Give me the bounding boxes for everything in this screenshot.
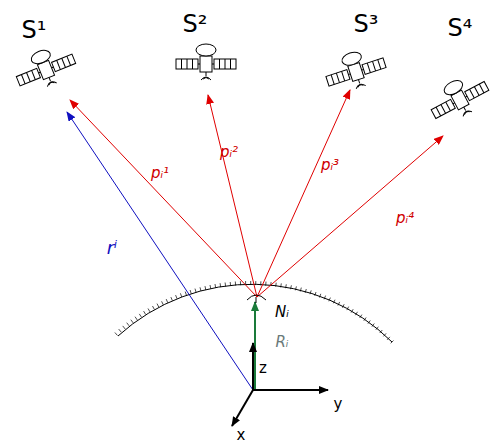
arc-tick [166, 299, 168, 303]
arc-tick [176, 295, 178, 299]
arc-tick [360, 315, 362, 318]
normal-label: Nᵢ [275, 305, 289, 320]
arc-tick [324, 296, 326, 300]
arc-tick [131, 320, 133, 323]
arc-tick [280, 283, 282, 287]
arc-tick [275, 283, 277, 287]
axis-label: z [259, 361, 267, 376]
arc-tick [290, 285, 292, 289]
arc-tick [148, 309, 150, 312]
arc-tick [115, 333, 118, 336]
arc-tick [240, 281, 241, 285]
arc-tick [347, 307, 349, 311]
range-label: pᵢ¹ [151, 166, 169, 181]
arc-tick [355, 312, 357, 315]
satellite-label: S⁴ [448, 16, 473, 40]
arc-tick [265, 282, 266, 286]
arc-tick [225, 283, 227, 287]
arc-tick [255, 281, 256, 285]
arc-tick [195, 289, 196, 293]
arc-tick [329, 298, 331, 302]
arc-tick [391, 341, 394, 344]
arc-tick [139, 314, 141, 317]
arc-tick [205, 286, 207, 290]
arc-tick [250, 281, 251, 285]
range-label: pᵢ³ [321, 158, 339, 173]
arc-tick [220, 283, 222, 287]
arc-tick [300, 288, 301, 292]
arc-tick [210, 285, 212, 289]
arc-tick [144, 311, 146, 314]
arc-tick [162, 301, 164, 305]
satellite-label: S¹ [22, 18, 47, 42]
arc-tick [123, 326, 126, 329]
arc-tick [185, 292, 186, 296]
arc-tick [215, 284, 217, 288]
arc-tick [157, 304, 159, 308]
arc-tick [135, 317, 137, 320]
arc-tick [171, 297, 173, 301]
arc-tick [333, 300, 335, 304]
arc-tick [351, 309, 353, 312]
arc-tick [180, 293, 181, 297]
arc-tick [338, 302, 340, 306]
arc-tick [376, 327, 379, 330]
arc-tick [320, 294, 321, 298]
axis-label: y [334, 397, 343, 412]
range-label: pᵢ² [220, 145, 238, 160]
satellite-label: S³ [354, 12, 379, 36]
arc-tick [200, 287, 201, 291]
arc-tick [190, 290, 191, 294]
arc-tick [119, 329, 122, 332]
arc-tick [364, 318, 366, 321]
arc-tick [310, 290, 311, 294]
arc-tick [295, 286, 296, 290]
vector-label: rⁱ [107, 239, 118, 257]
arc-tick [285, 284, 287, 288]
arc-tick [342, 304, 344, 308]
arc-tick [260, 281, 261, 285]
satellite-label: S² [183, 12, 208, 36]
axis-label: x [237, 428, 246, 443]
arc-tick [230, 282, 231, 286]
vector-label: Rᵢ [275, 335, 288, 350]
arc-tick [153, 306, 155, 310]
arc-tick [368, 321, 370, 324]
arc-tick [380, 330, 383, 333]
arc-tick [383, 333, 386, 336]
arc-tick [372, 324, 374, 327]
arc-tick [305, 289, 306, 293]
arc-tick [235, 282, 236, 286]
arc-tick [127, 323, 130, 326]
range-label: pᵢ⁴ [396, 211, 414, 226]
arc-tick [315, 292, 316, 296]
arc-tick [387, 337, 390, 340]
